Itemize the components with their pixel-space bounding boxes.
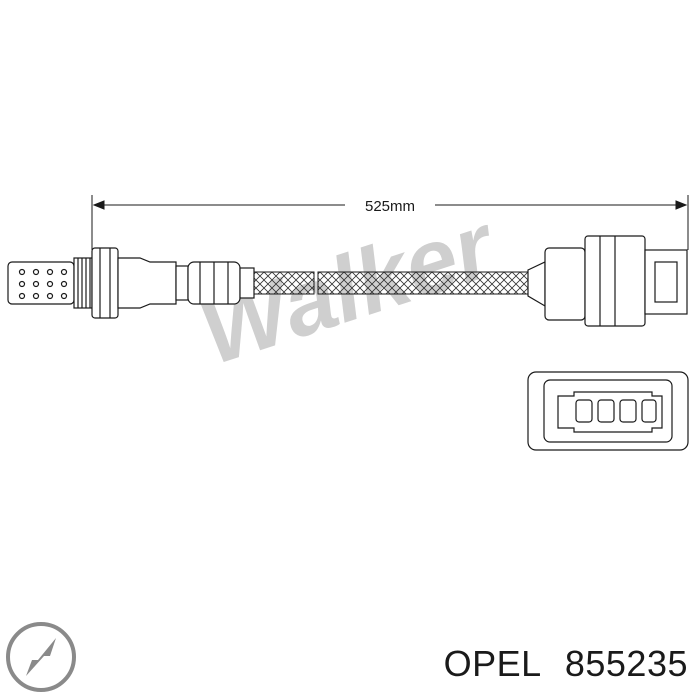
sensor-probe [7, 247, 255, 319]
opel-logo-icon [6, 622, 76, 692]
braided-cable [253, 271, 529, 295]
part-caption: OPEL 855235 [444, 643, 688, 685]
part-number: 855235 [564, 643, 688, 684]
connector-side-view [527, 235, 688, 327]
brand-label: OPEL [443, 643, 541, 684]
dimension-label: 525mm [365, 198, 415, 215]
connector-front-view [527, 371, 689, 451]
